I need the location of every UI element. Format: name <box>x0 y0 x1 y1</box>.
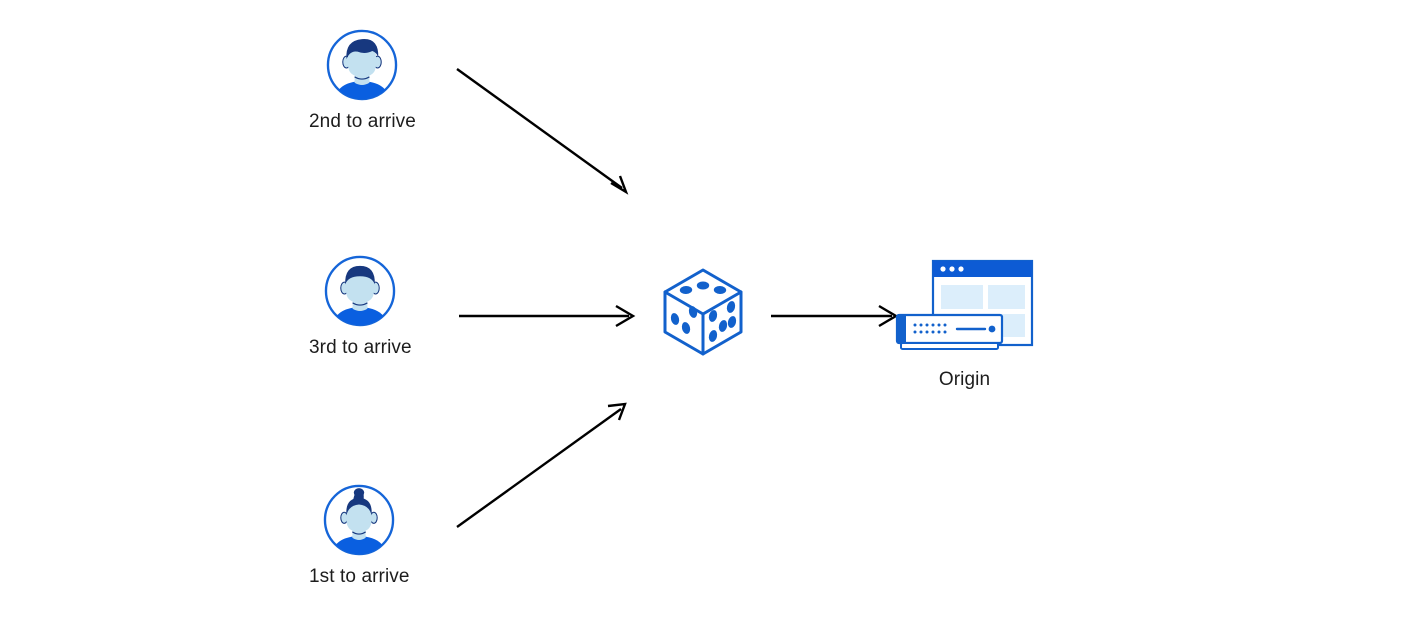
server-device-icon <box>895 313 1004 350</box>
user-avatar-icon <box>325 28 399 102</box>
node-client-1st[interactable]: 1st to arrive <box>309 483 410 588</box>
arrow-randomizer-to-origin <box>771 304 899 328</box>
user-avatar-icon <box>322 483 396 557</box>
user-avatar-icon <box>323 254 397 328</box>
origin-server-icon <box>893 255 1036 359</box>
node-label-origin: Origin <box>938 369 991 390</box>
node-client-2nd[interactable]: 2nd to arrive <box>309 28 416 133</box>
node-randomizer[interactable] <box>660 266 746 358</box>
dice-icon <box>660 266 746 358</box>
node-label-client-2nd: 2nd to arrive <box>309 111 416 132</box>
node-origin[interactable]: Origin <box>893 255 1036 391</box>
arrow-client-1st-to-randomizer <box>456 402 627 528</box>
arrow-client-2nd-to-randomizer <box>456 68 629 195</box>
arrow-client-3rd-to-randomizer <box>459 304 636 328</box>
node-label-client-1st: 1st to arrive <box>309 566 410 587</box>
node-label-client-3rd: 3rd to arrive <box>309 337 412 358</box>
node-client-3rd[interactable]: 3rd to arrive <box>309 254 412 359</box>
